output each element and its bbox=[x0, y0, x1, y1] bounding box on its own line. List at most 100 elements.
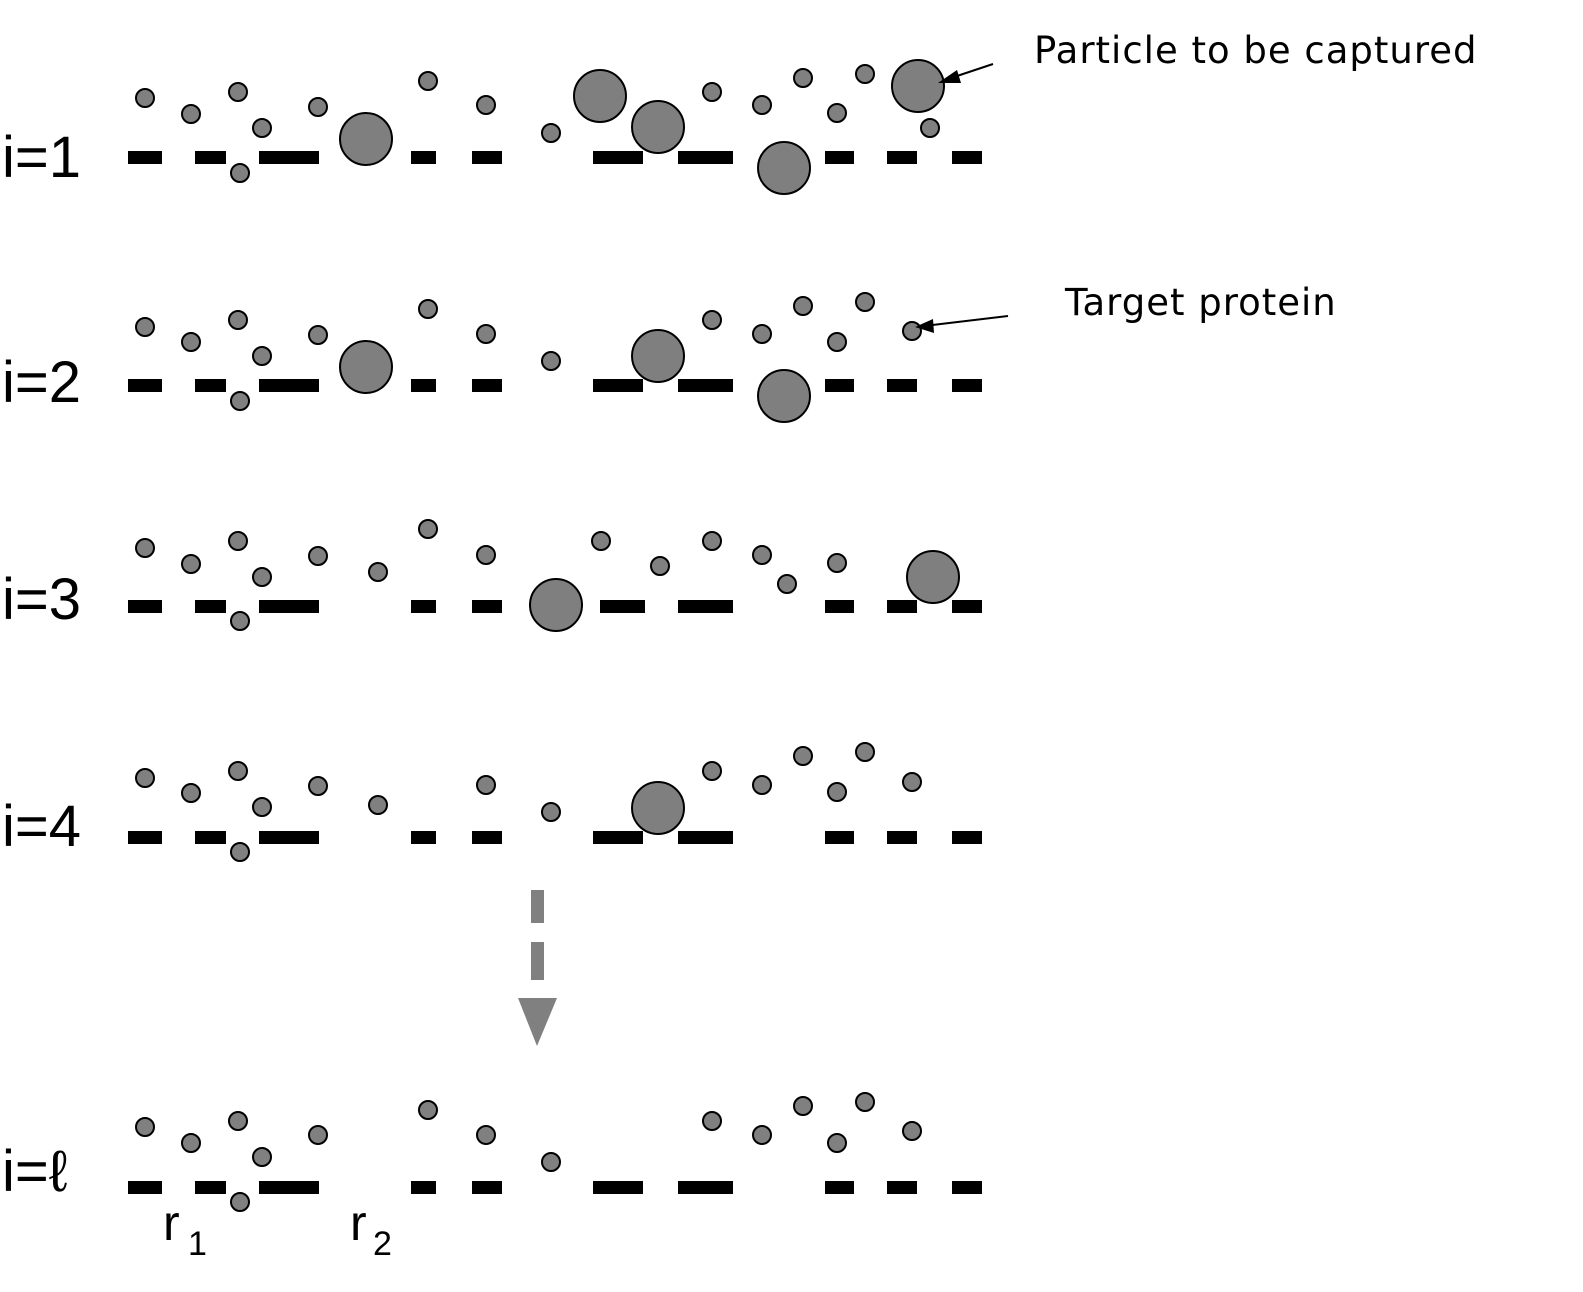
target-protein bbox=[650, 556, 670, 576]
target-protein bbox=[230, 842, 250, 862]
target-protein bbox=[228, 531, 248, 551]
target-protein bbox=[476, 324, 496, 344]
membrane-segment bbox=[952, 600, 982, 613]
membrane-segment bbox=[952, 1181, 982, 1194]
target-protein bbox=[827, 782, 847, 802]
membrane-segment bbox=[593, 831, 643, 844]
target-protein bbox=[308, 97, 328, 117]
target-protein bbox=[135, 317, 155, 337]
target-protein bbox=[308, 325, 328, 345]
target-protein bbox=[418, 519, 438, 539]
particle-to-capture bbox=[757, 369, 811, 423]
target-protein bbox=[777, 574, 797, 594]
particle-to-capture bbox=[757, 141, 811, 195]
target-protein bbox=[418, 71, 438, 91]
target-protein bbox=[252, 567, 272, 587]
flow-arrow-dash-1 bbox=[531, 890, 544, 923]
target-protein bbox=[418, 299, 438, 319]
membrane-segment bbox=[952, 379, 982, 392]
target-protein bbox=[308, 776, 328, 796]
membrane-segment bbox=[259, 1181, 319, 1194]
target-protein bbox=[228, 82, 248, 102]
target-protein bbox=[793, 296, 813, 316]
target-protein bbox=[181, 1133, 201, 1153]
target-protein bbox=[920, 118, 940, 138]
annotation-particle: Particle to be captured bbox=[1034, 29, 1478, 72]
flow-arrow-head bbox=[518, 998, 557, 1046]
target-protein bbox=[702, 82, 722, 102]
membrane-segment bbox=[411, 151, 436, 164]
pore-label-r1: r bbox=[163, 1195, 180, 1251]
membrane-segment bbox=[472, 1181, 502, 1194]
target-protein bbox=[752, 324, 772, 344]
row-label-4: i=4 bbox=[2, 794, 81, 859]
target-protein bbox=[308, 1125, 328, 1145]
membrane-segment bbox=[195, 831, 226, 844]
annotation-target: Target protein bbox=[1064, 281, 1337, 324]
membrane-segment bbox=[259, 151, 319, 164]
particle-to-capture bbox=[631, 100, 685, 154]
membrane-segment bbox=[887, 379, 917, 392]
target-protein bbox=[418, 1100, 438, 1120]
membrane-segment bbox=[411, 600, 436, 613]
membrane-segment bbox=[593, 379, 643, 392]
membrane-segment bbox=[472, 379, 502, 392]
target-protein bbox=[793, 1096, 813, 1116]
target-protein bbox=[827, 553, 847, 573]
pore-label-r1-sub: 1 bbox=[188, 1225, 207, 1263]
membrane-segment bbox=[195, 379, 226, 392]
target-protein bbox=[827, 1133, 847, 1153]
target-protein bbox=[230, 1192, 250, 1212]
flow-arrow bbox=[518, 890, 557, 1046]
membrane-segment bbox=[887, 1181, 917, 1194]
membrane-segment bbox=[887, 600, 917, 613]
membrane-segment bbox=[128, 151, 162, 164]
row-label-3: i=3 bbox=[2, 567, 81, 632]
target-protein bbox=[793, 746, 813, 766]
particles bbox=[135, 59, 960, 1212]
membrane-segment bbox=[952, 151, 982, 164]
target-protein bbox=[476, 545, 496, 565]
membrane-segment bbox=[952, 831, 982, 844]
target-protein bbox=[230, 163, 250, 183]
membrane-segment bbox=[678, 151, 733, 164]
target-protein bbox=[230, 391, 250, 411]
target-protein bbox=[702, 1111, 722, 1131]
target-protein bbox=[752, 545, 772, 565]
particle-to-capture bbox=[573, 69, 627, 123]
target-protein bbox=[228, 310, 248, 330]
target-protein bbox=[308, 546, 328, 566]
target-protein bbox=[752, 95, 772, 115]
membrane-segment bbox=[825, 151, 854, 164]
target-protein bbox=[752, 1125, 772, 1145]
target-protein bbox=[181, 783, 201, 803]
membrane-segment bbox=[600, 600, 645, 613]
target-protein bbox=[476, 95, 496, 115]
particle-to-capture bbox=[631, 781, 685, 835]
membrane-segment bbox=[825, 831, 854, 844]
target-protein bbox=[702, 761, 722, 781]
membrane-segment bbox=[195, 600, 226, 613]
membrane-segment bbox=[411, 379, 436, 392]
membrane-segment bbox=[887, 831, 917, 844]
row-label-1: i=1 bbox=[2, 125, 81, 190]
target-protein bbox=[181, 332, 201, 352]
target-protein bbox=[541, 351, 561, 371]
target-protein bbox=[702, 531, 722, 551]
target-protein bbox=[902, 321, 922, 341]
membrane-segment bbox=[678, 600, 733, 613]
annotation-particle-arrowhead bbox=[938, 70, 961, 83]
target-protein bbox=[476, 1125, 496, 1145]
pore-label-r2: r bbox=[350, 1195, 367, 1251]
target-protein bbox=[752, 775, 772, 795]
membrane-segment bbox=[259, 831, 319, 844]
membrane-segment bbox=[195, 151, 226, 164]
membrane-segment bbox=[887, 151, 917, 164]
membrane-segment bbox=[472, 831, 502, 844]
target-protein bbox=[368, 795, 388, 815]
row-label-l: i=ℓ bbox=[2, 1139, 68, 1204]
annotation-target-leader bbox=[923, 315, 1009, 327]
target-protein bbox=[855, 1092, 875, 1112]
target-protein bbox=[541, 802, 561, 822]
